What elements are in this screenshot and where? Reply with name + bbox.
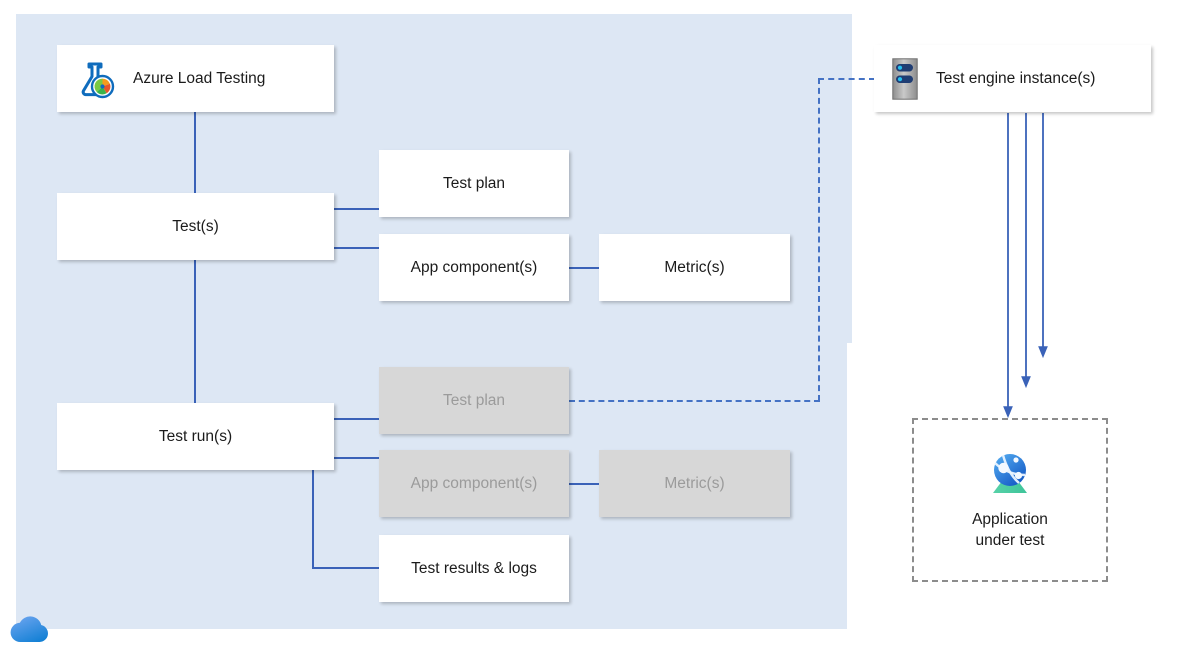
dashed-route-test-plan-segment — [569, 400, 820, 402]
globe-network-icon — [983, 448, 1037, 502]
node-metrics-run-label: Metric(s) — [664, 474, 725, 492]
node-metrics-label: Metric(s) — [664, 258, 725, 276]
node-test-runs-label: Test run(s) — [158, 427, 233, 445]
node-test-plan-label: Test plan — [442, 174, 506, 192]
server-icon — [892, 57, 918, 100]
node-test-engine-instances-label: Test engine instance(s) — [936, 69, 1096, 87]
cloud-icon — [8, 611, 54, 644]
node-application-under-test[interactable]: Application under test — [912, 418, 1108, 582]
node-app-components-run-label: App component(s) — [410, 474, 538, 492]
node-application-under-test-label: Application under test — [972, 510, 1048, 552]
app-label-line-2: under test — [975, 532, 1045, 549]
azure-service-boundary-panel — [16, 14, 852, 629]
connector-tests-to-test-plan — [333, 208, 380, 210]
node-metrics[interactable]: Metric(s) — [599, 234, 790, 301]
node-test-engine-instances[interactable]: Test engine instance(s) — [874, 45, 1151, 112]
connector-test-runs-to-app-components-run — [333, 457, 380, 459]
connector-test-runs-to-test-plan-run — [333, 418, 380, 420]
connector-test-runs-to-results-logs — [312, 567, 381, 569]
connector-tests-to-app-components — [333, 247, 380, 249]
node-azure-load-testing-label: Azure Load Testing — [133, 69, 266, 87]
node-metrics-run[interactable]: Metric(s) — [599, 450, 790, 517]
node-test-plan[interactable]: Test plan — [379, 150, 569, 217]
dashed-route-vertical-segment — [818, 78, 820, 401]
app-label-line-1: Application — [972, 511, 1048, 529]
node-azure-load-testing[interactable]: Azure Load Testing — [57, 45, 334, 112]
flask-gauge-icon — [75, 59, 115, 99]
connector-test-runs-down-elbow — [312, 468, 314, 569]
node-test-results-logs[interactable]: Test results & logs — [379, 535, 569, 602]
node-app-components-run[interactable]: App component(s) — [379, 450, 569, 517]
node-test-runs[interactable]: Test run(s) — [57, 403, 334, 470]
dashed-route-to-test-engine-segment — [818, 78, 875, 80]
node-app-components-label: App component(s) — [410, 258, 538, 276]
node-tests-label: Test(s) — [172, 217, 219, 235]
node-test-plan-run[interactable]: Test plan — [379, 367, 569, 434]
node-app-components[interactable]: App component(s) — [379, 234, 569, 301]
node-test-plan-run-label: Test plan — [442, 391, 506, 409]
connector-app-components-to-metrics — [569, 267, 600, 269]
node-tests[interactable]: Test(s) — [57, 193, 334, 260]
node-test-results-logs-label: Test results & logs — [411, 559, 537, 577]
connector-app-components-run-to-metrics-run — [569, 483, 600, 485]
